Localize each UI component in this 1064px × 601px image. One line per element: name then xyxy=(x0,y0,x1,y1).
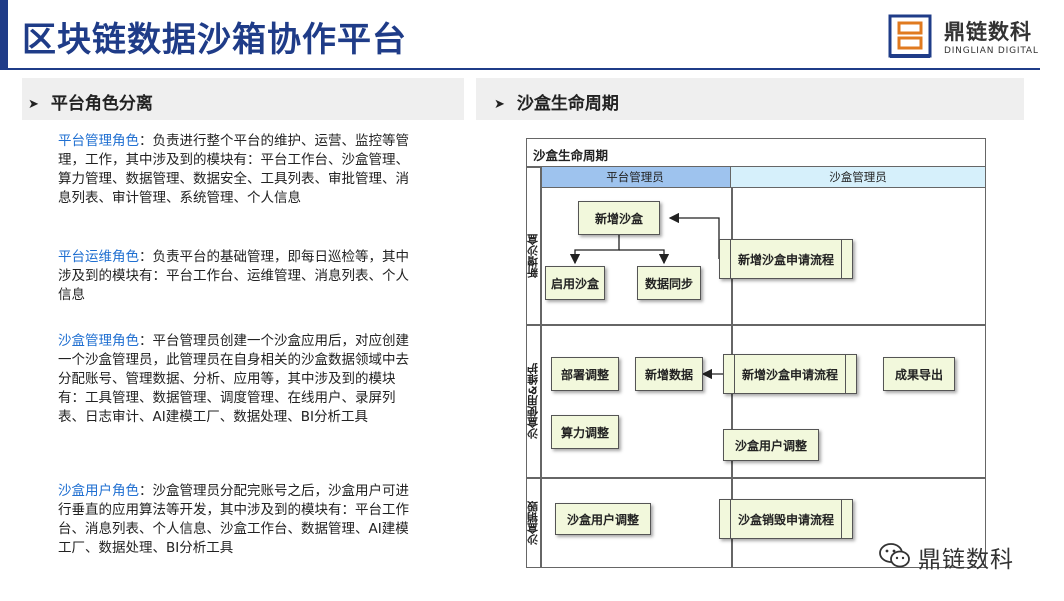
role-platform-admin: 平台管理角色：负责进行整个平台的维护、运营、监控等管理，工作，其中涉及到的模块有… xyxy=(58,132,418,208)
role-name: 沙盒用户角色 xyxy=(58,483,139,499)
wechat-watermark: 鼎链数科 xyxy=(878,538,1038,574)
node-new-sandbox-request: 新增沙盒申请流程 xyxy=(719,239,853,279)
role-description: ：负责平台的基础管理，即每日巡检等，其中涉及到的模块有：平台工作台、运维管理、消… xyxy=(58,249,409,303)
title-accent-bar xyxy=(0,0,8,68)
lane-header-sandbox-admin: 沙盒管理员 xyxy=(731,167,985,188)
left-section-heading: ➤平台角色分离 xyxy=(28,94,153,114)
node-new-data: 新增数据 xyxy=(635,357,703,391)
company-logo: 鼎链数科 DINGLIAN DIGITAL xyxy=(888,14,1038,64)
role-name: 沙盒管理角色 xyxy=(58,333,139,349)
node-sandbox-user-adjust-destroy: 沙盒用户调整 xyxy=(555,503,651,535)
dinglian-logo-icon xyxy=(888,14,932,58)
role-platform-ops: 平台运维角色：负责平台的基础管理，即每日巡检等，其中涉及到的模块有：平台工作台、… xyxy=(58,248,418,305)
arrow-bullet-icon: ➤ xyxy=(28,97,39,112)
role-sandbox-admin: 沙盒管理角色：平台管理员创建一个沙盒应用后，对应创建一个沙盒管理员，此管理员在自… xyxy=(58,332,418,427)
node-result-export: 成果导出 xyxy=(883,357,955,391)
role-description: ：负责进行整个平台的维护、运营、监控等管理，工作，其中涉及到的模块有：平台工作台… xyxy=(58,133,409,206)
diagram-title: 沙盒生命周期 xyxy=(533,148,609,163)
page-title: 区块链数据沙箱协作平台 xyxy=(22,20,407,60)
role-name: 平台运维角色 xyxy=(58,249,139,265)
phase-divider-1 xyxy=(527,324,985,326)
connector-new-to-sync xyxy=(619,249,670,265)
role-description: ：沙盒管理员分配完账号之后，沙盒用户可进行垂直的应用算法等开发，其中涉及到的模块… xyxy=(58,483,409,556)
right-section-band xyxy=(476,78,1024,120)
arrow-bullet-icon: ➤ xyxy=(494,97,505,112)
phase-column-line xyxy=(540,167,542,567)
logo-name-cn: 鼎链数科 xyxy=(944,20,1032,44)
node-deploy-adjust: 部署调整 xyxy=(551,357,619,391)
role-description: ：平台管理员创建一个沙盒应用后，对应创建一个沙盒管理员，此管理员在自身相关的沙盒… xyxy=(58,333,409,425)
lane-header-platform-admin: 平台管理员 xyxy=(540,167,731,188)
title-divider-line xyxy=(527,166,985,168)
node-sandbox-user-adjust: 沙盒用户调整 xyxy=(723,429,819,461)
node-sandbox-destroy-request: 沙盒销毁申请流程 xyxy=(719,499,853,539)
logo-name-en: DINGLIAN DIGITAL xyxy=(944,46,1039,56)
node-enable-sandbox: 启用沙盒 xyxy=(545,266,605,300)
node-new-sandbox-request-2: 新增沙盒申请流程 xyxy=(723,354,857,394)
connector-new-to-enable xyxy=(569,235,620,265)
left-section-band xyxy=(22,78,464,120)
sandbox-lifecycle-diagram: 沙盒生命周期 平台管理员 沙盒管理员 新增沙盒 沙盒使用&维护 沙盒销毁 新增沙… xyxy=(526,138,986,568)
right-section-heading: ➤沙盒生命周期 xyxy=(494,94,619,114)
node-compute-adjust: 算力调整 xyxy=(551,415,619,449)
role-name: 平台管理角色 xyxy=(58,133,139,149)
watermark-text: 鼎链数科 xyxy=(918,547,1014,573)
role-sandbox-user: 沙盒用户角色：沙盒管理员分配完账号之后，沙盒用户可进行垂直的应用算法等开发，其中… xyxy=(58,482,418,558)
phase-divider-2 xyxy=(527,477,985,479)
title-divider xyxy=(0,68,1040,70)
connector-request-to-new xyxy=(668,212,720,259)
node-new-sandbox: 新增沙盒 xyxy=(578,201,660,235)
node-data-sync: 数据同步 xyxy=(637,266,701,300)
wechat-icon xyxy=(879,543,910,568)
